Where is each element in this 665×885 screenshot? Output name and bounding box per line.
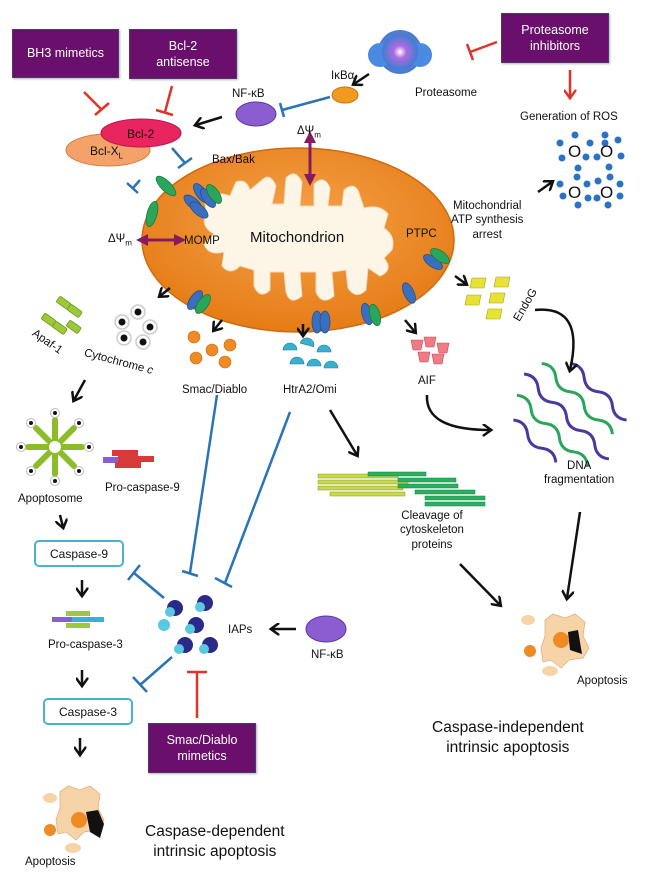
smac-shape: [187, 330, 237, 369]
cytoskeleton-shape: [317, 471, 486, 507]
arrow-atp-to-ros: [537, 182, 552, 194]
inhibit-bclxl-bax: [126, 179, 141, 194]
ros-cluster: [556, 131, 625, 209]
inhibit-iaps-casp9: [127, 564, 165, 599]
apoptosome-label: Apoptosome: [18, 493, 83, 505]
caspase-9-box: Caspase-9: [34, 540, 124, 567]
apoptotic-cell-right: [521, 613, 590, 676]
arrow-ptpc-to-endog: [454, 276, 466, 284]
dna-fragmentation-label: DNA fragmentation: [544, 460, 615, 487]
arrow-proteasome-to-ikba: [354, 72, 370, 84]
inhibit-bcl2-baxbak: [171, 147, 193, 170]
inhibit-proteasome-inhibitors: [465, 40, 498, 61]
arrow-mito-to-aif: [404, 319, 415, 332]
htra2-shape: [282, 337, 339, 369]
proteasome-shape: [368, 30, 432, 74]
mitochondrion: [141, 147, 455, 334]
blue-inhibitions: [126, 95, 331, 693]
inhibit-bh3-bcl2: [83, 91, 110, 116]
nfkb-top-label: NF-κB: [232, 88, 265, 100]
aif-shape: [410, 336, 450, 365]
arrow-nfkb-to-bcl2: [196, 115, 223, 125]
cytochrome-c-shape: [114, 304, 158, 350]
caspase-3-box: Caspase-3: [43, 698, 133, 725]
ptpc-label: PTPC: [406, 228, 437, 240]
apoptosis-right-label: Apoptosis: [577, 675, 628, 687]
arrow-cytc-to-apoptosome: [74, 379, 87, 400]
smac-mimetics-box: Smac/Diablo mimetics: [148, 723, 256, 773]
arrow-dna-to-apoptosis: [567, 511, 582, 598]
apoptotic-cell-left: [43, 785, 105, 853]
apaf1-shape: [41, 296, 83, 335]
arrow-endog-to-dna: [534, 308, 573, 370]
bclxl-label: Bcl-XL: [90, 144, 124, 161]
ros-o-2: O: [600, 142, 613, 161]
ros-o-3: O: [568, 183, 581, 202]
caspase-dependent-title: Caspase-dependent intrinsic apoptosis: [145, 823, 285, 861]
iaps-label: IAPs: [228, 624, 253, 636]
bh3-mimetics-box: BH3 mimetics: [12, 29, 119, 78]
apoptosis-left-label: Apoptosis: [25, 856, 76, 868]
apoptosome-shape: [16, 408, 94, 486]
inhibit-smac-iaps: [181, 394, 219, 578]
bax-bak-label: Bax/Bak: [212, 154, 255, 166]
smac-label: Smac/Diablo: [182, 384, 248, 396]
arrow-mito-to-smac: [214, 319, 222, 330]
procaspase-3-label: Pro-caspase-3: [48, 639, 123, 651]
arrow-aif-to-dna: [425, 394, 490, 430]
activation-arrows: [60, 72, 582, 754]
iaps-shape: [158, 595, 218, 654]
momp-label: MOMP: [184, 235, 220, 247]
arrow-cytoskeleton-to-apoptosis: [459, 563, 500, 605]
inhibit-htra2-iaps: [214, 411, 292, 589]
inhibit-ikba-nfkb: [278, 95, 331, 118]
arrow-htra2-to-cytoskeleton: [328, 409, 357, 455]
inhibit-smac-mimetics-iaps: [187, 670, 207, 718]
delta-psi-left-label: ΔΨm: [108, 233, 132, 248]
ikba-label: IκBα: [331, 70, 355, 82]
arrow-mito-to-cytc: [160, 288, 171, 296]
dna-shape: [513, 361, 627, 467]
mitochondrial-matrix: [203, 173, 394, 301]
nfkb-top-shape: [235, 101, 277, 127]
delta-psi-top-label: ΔΨm: [297, 125, 321, 140]
bcl2-label: Bcl-2: [127, 127, 155, 141]
ros-o-1: O: [568, 142, 581, 161]
nfkb-bottom-shape: [305, 615, 347, 643]
htra2-label: HtrA2/Omi: [283, 384, 337, 396]
procaspase-3-shape: [52, 611, 104, 628]
red-inhibitions: [83, 40, 570, 718]
nfkb-bottom-label: NF-κB: [311, 649, 344, 661]
bcl-2-shape: [100, 118, 182, 148]
atp-arrest-label: Mitochondrial ATP synthesis arrest: [451, 200, 524, 241]
inhibit-iaps-casp3: [132, 656, 173, 693]
aif-label: AIF: [418, 375, 436, 387]
bcl2-antisense-box: Bcl-2 antisense: [129, 29, 237, 79]
cytoskeleton-cleavage-label: Cleavage of cytoskeleton proteins: [400, 510, 464, 551]
bcl-complex: [65, 118, 182, 167]
inhibit-antisense-bcl2: [155, 85, 174, 117]
mitochondrion-title: Mitochondrion: [250, 229, 345, 246]
arrow-apoptosome-to-casp9: [60, 514, 63, 527]
procaspase-9-shape: [103, 450, 154, 468]
procaspase-9-label: Pro-caspase-9: [105, 482, 180, 494]
proteasome-label: Proteasome: [415, 87, 478, 99]
endog-shape: [464, 276, 511, 320]
ikba-shape: [331, 86, 359, 104]
ros-title: Generation of ROS: [520, 111, 618, 123]
caspase-independent-title: Caspase-independent intrinsic apoptosis: [432, 719, 584, 757]
ros-o-4: O: [600, 183, 613, 202]
proteasome-inhibitors-box: Proteasome inhibitors: [501, 13, 609, 63]
